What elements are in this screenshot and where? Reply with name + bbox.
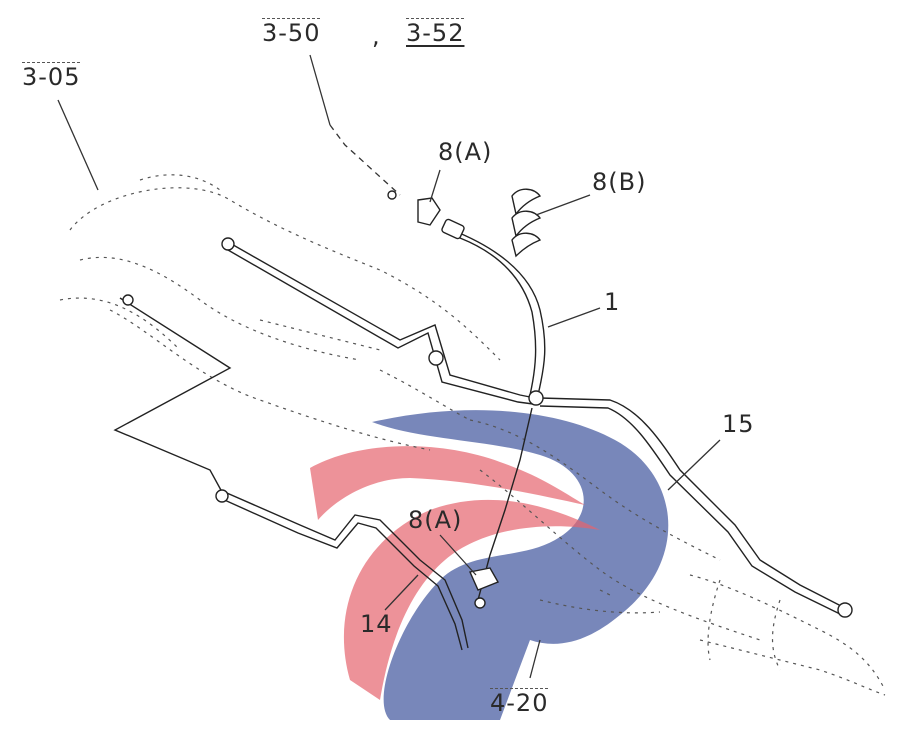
ref-separator: , (372, 22, 381, 50)
fitting-upper-left (221, 237, 235, 251)
engine-outline (59, 174, 886, 696)
junction-fitting (528, 390, 544, 406)
fitting-left-14 (215, 489, 229, 503)
bolt-lower (474, 597, 486, 609)
callout-15: 15 (722, 410, 755, 438)
clip-8a-top (417, 197, 441, 226)
fitting-end-15 (837, 602, 853, 618)
ref-3-05: 3-05 (22, 62, 81, 91)
callout-1: 1 (604, 288, 621, 316)
callout-8b: 8(B) (592, 168, 647, 196)
fitting-left-small (122, 294, 134, 306)
ref-4-20: 4-20 (490, 688, 549, 717)
clip-8b-middle (511, 210, 542, 238)
callout-14: 14 (360, 610, 393, 638)
watermark-red-lower (343, 499, 600, 700)
fitting-mid-left (428, 350, 444, 366)
watermark-red-upper (310, 446, 585, 520)
ref-3-50: 3-50 (262, 18, 321, 47)
fittings (122, 188, 853, 618)
fitting-top-hose (441, 218, 465, 240)
clip-8b-lower (511, 232, 542, 258)
callout-8a-top: 8(A) (438, 138, 493, 166)
reference-leaders (57, 54, 541, 679)
clip-8a-lower (469, 567, 500, 591)
callout-leaders (384, 169, 721, 611)
ref-3-52: 3-52 (406, 18, 465, 47)
callout-8a-lower: 8(A) (408, 506, 463, 534)
brake-pipes (113, 229, 846, 651)
watermark-logo (310, 410, 669, 720)
watermark-blue-shape (372, 410, 669, 720)
bolt-top (387, 190, 397, 200)
clip-8b-upper (511, 188, 542, 216)
